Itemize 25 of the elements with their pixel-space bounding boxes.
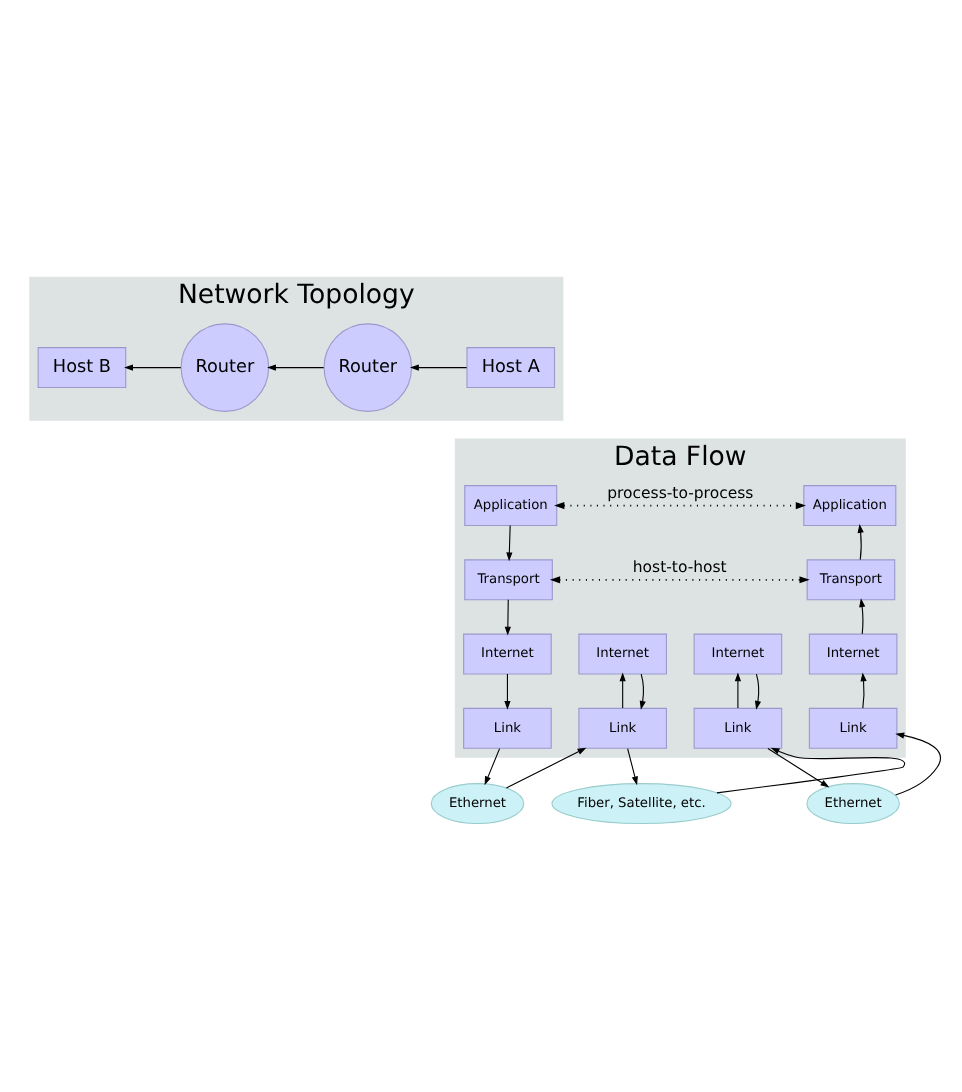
arrow (895, 732, 941, 796)
arrow (124, 364, 182, 371)
arrow (549, 576, 810, 584)
arrow (639, 673, 646, 710)
arrow (767, 747, 830, 788)
arrow (857, 523, 864, 561)
node-box: Host B (37, 347, 127, 389)
arrow (734, 672, 741, 709)
arrow (716, 747, 906, 794)
arrow (554, 502, 806, 510)
arrow (619, 672, 626, 709)
arrow (504, 599, 511, 636)
node-circle: Router (180, 323, 270, 412)
node-box: Host A (466, 347, 556, 389)
arrow (754, 673, 762, 710)
arrow (409, 364, 468, 371)
arrow (267, 364, 325, 371)
arrow (860, 672, 867, 709)
arrow (484, 748, 501, 786)
arrow (859, 598, 866, 635)
arrow (504, 673, 511, 710)
arrow (627, 748, 638, 786)
node-circle: Router (323, 323, 413, 412)
arrow (506, 525, 513, 562)
arrow (505, 747, 587, 789)
